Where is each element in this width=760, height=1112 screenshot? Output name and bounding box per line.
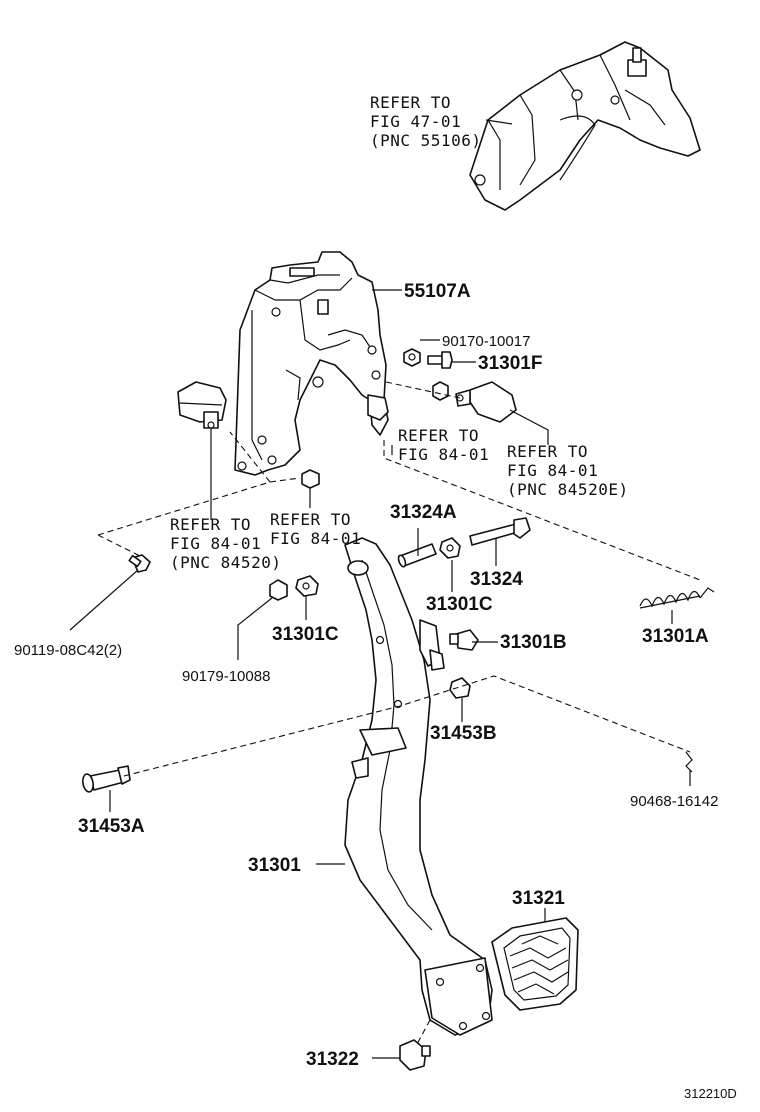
part-label-31301c-left: 31301C — [272, 624, 339, 645]
part-label-31301: 31301 — [248, 855, 301, 876]
part-label-31301b: 31301B — [500, 632, 567, 653]
bushing-31301c-right — [439, 537, 461, 559]
bracket-nut — [301, 469, 320, 489]
ref-line: FIG 84-01 — [507, 461, 598, 480]
brake-pedal-arm-31301 — [344, 537, 493, 1036]
part-label-90468-16142: 90468-16142 — [630, 793, 718, 810]
ref-line: REFER TO — [507, 442, 588, 461]
clip-90468-16142 — [685, 751, 693, 773]
part-label-31321: 31321 — [512, 888, 565, 909]
bushing-31453b — [449, 677, 471, 699]
ref-line: (PNC 84520E) — [507, 480, 629, 499]
part-label-90119-08c42: 90119-08C42(2) — [14, 642, 122, 659]
bolt-90119-08c42 — [128, 554, 151, 573]
stopper-31322 — [399, 1039, 431, 1071]
switch-nut — [432, 381, 449, 401]
part-label-55107a: 55107A — [404, 281, 471, 302]
stopper-31301b — [449, 629, 479, 651]
ref-line: FIG 84-01 — [270, 529, 361, 548]
return-spring-31301a — [639, 587, 715, 609]
part-label-31301f: 31301F — [478, 353, 542, 374]
part-label-90170-10017: 90170-10017 — [442, 333, 530, 350]
left-switch — [177, 381, 227, 429]
ref-fig-84-01-left: REFER TO FIG 84-01 (PNC 84520) — [170, 515, 281, 572]
upper-mount-bracket — [469, 41, 701, 211]
ref-line: REFER TO — [398, 426, 479, 445]
bolt-31301f — [427, 351, 453, 369]
leader-lines — [69, 119, 691, 1059]
ref-fig-84-01-mid: REFER TO FIG 84-01 — [270, 510, 361, 548]
ref-line: (PNC 84520) — [170, 553, 281, 572]
part-label-31301a: 31301A — [642, 626, 709, 647]
pin-31453a — [82, 765, 131, 793]
part-number-labels: 55107A 90170-10017 31301F 31324A 31324 3… — [14, 281, 718, 1070]
ref-fig-84-01-right: REFER TO FIG 84-01 (PNC 84520E) — [507, 442, 629, 499]
part-label-31453b: 31453B — [430, 723, 497, 744]
figure-id: 312210D — [684, 1086, 737, 1101]
ref-fig-47-01: REFER TO FIG 47-01 (PNC 55106) — [370, 93, 481, 150]
ref-line: REFER TO — [270, 510, 351, 529]
dashed-alignment-lines — [97, 381, 701, 1047]
part-label-90179-10088: 90179-10088 — [182, 668, 270, 685]
collar-31324a — [397, 543, 437, 568]
stop-lamp-switch — [455, 381, 517, 423]
ref-line: (PNC 55106) — [370, 131, 481, 150]
ref-line: FIG 47-01 — [370, 112, 461, 131]
ref-line: REFER TO — [170, 515, 251, 534]
nut-90170-10017 — [403, 348, 421, 367]
part-label-31324a: 31324A — [390, 502, 457, 523]
part-label-31324: 31324 — [470, 569, 523, 590]
pedal-pad-31321 — [491, 917, 579, 1011]
pedal-bracket-55107a — [234, 251, 389, 476]
bushing-31301c-left — [295, 575, 319, 597]
ref-fig-84-01-center: REFER TO FIG 84-01 — [398, 426, 489, 464]
ref-line: REFER TO — [370, 93, 451, 112]
ref-line: FIG 84-01 — [398, 445, 489, 464]
part-label-31301c-right: 31301C — [426, 594, 493, 615]
nut-90179-10088 — [269, 579, 288, 601]
ref-line: FIG 84-01 — [170, 534, 261, 553]
part-label-31453a: 31453A — [78, 816, 145, 837]
part-label-31322: 31322 — [306, 1049, 359, 1070]
bolt-31324 — [469, 517, 531, 546]
